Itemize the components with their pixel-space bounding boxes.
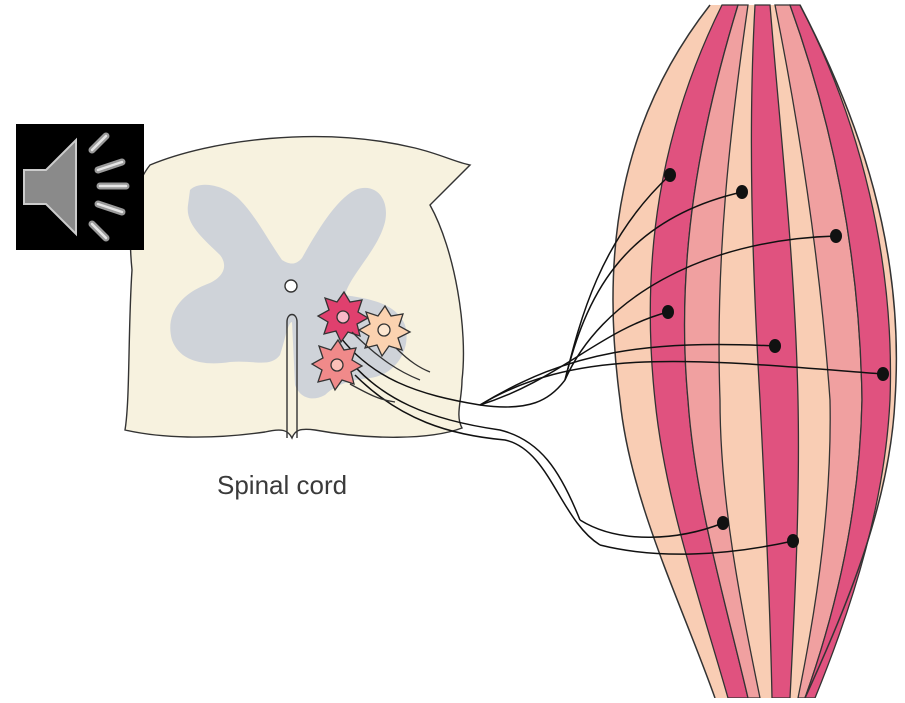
spinal-cord-label: Spinal cord bbox=[217, 470, 347, 501]
spinal-cord-section bbox=[125, 137, 470, 438]
motor-endplate bbox=[736, 185, 748, 199]
motor-endplate bbox=[769, 339, 781, 353]
motor-endplate bbox=[662, 305, 674, 319]
skeletal-muscle bbox=[613, 5, 896, 698]
motor-endplate bbox=[664, 168, 676, 182]
central-canal bbox=[285, 280, 297, 292]
speaker-volume-icon bbox=[16, 124, 144, 250]
audio-play-button[interactable] bbox=[16, 124, 144, 250]
motor-endplate bbox=[877, 367, 889, 381]
motor-endplate bbox=[830, 229, 842, 243]
motor-endplate bbox=[717, 516, 729, 530]
motor-endplate bbox=[787, 534, 799, 548]
